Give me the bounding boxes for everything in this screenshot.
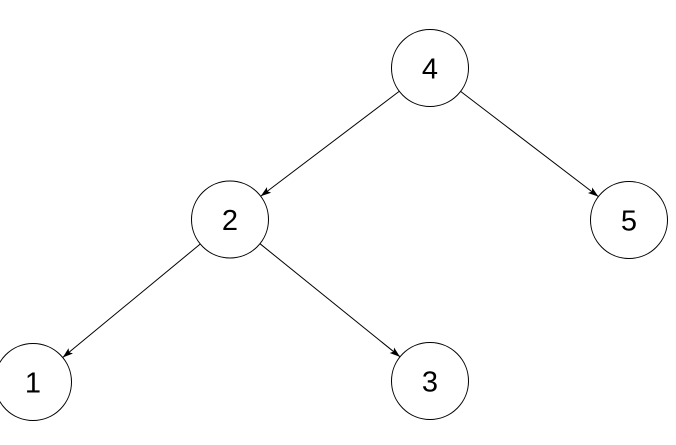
node-3-label: 3 [422,366,438,398]
tree-node-1: 1 [0,343,72,421]
edge-4-to-2 [260,90,400,197]
edge-2-to-1 [62,243,201,358]
tree-node-4: 4 [391,29,469,107]
tree-node-3: 3 [391,342,469,420]
node-5-label: 5 [621,205,637,237]
tree-node-2: 2 [191,180,269,259]
node-3-circle [391,342,469,420]
tree-node-5: 5 [590,181,668,259]
node-5-circle [590,181,668,259]
node-2-circle [191,180,269,259]
node-2-label: 2 [222,205,238,237]
node-4-circle [391,29,469,107]
node-1-label: 1 [25,367,41,399]
edge-4-to-5 [460,90,599,198]
node-1-circle [0,343,72,421]
node-4-label: 4 [422,53,438,85]
edge-2-to-3 [259,243,401,358]
